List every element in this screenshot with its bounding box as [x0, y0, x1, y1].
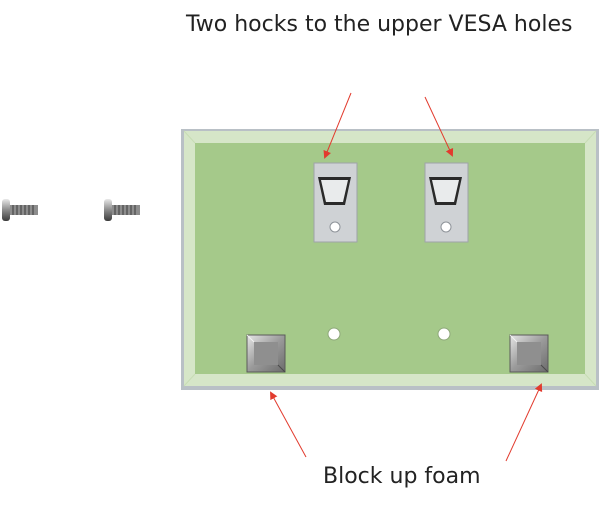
foam-block-icon-left — [246, 334, 286, 373]
arrow-to-right-hook — [424, 96, 454, 157]
screw-icon-right — [104, 199, 140, 221]
arrow-to-left-foam — [270, 391, 307, 458]
callout-foam: Block up foam — [323, 464, 481, 489]
vesa-hole-left — [327, 327, 341, 341]
vesa-hole-right — [437, 327, 451, 341]
callout-hooks: Two hocks to the upper VESA holes — [186, 12, 573, 37]
foam-block-icon-right — [509, 334, 549, 373]
screw-icon-left — [2, 199, 38, 221]
hook-bracket-icon-left — [313, 162, 358, 243]
hook-bracket-icon-right — [424, 162, 469, 243]
arrow-to-left-hook — [323, 92, 352, 159]
arrow-to-right-foam — [505, 383, 543, 462]
